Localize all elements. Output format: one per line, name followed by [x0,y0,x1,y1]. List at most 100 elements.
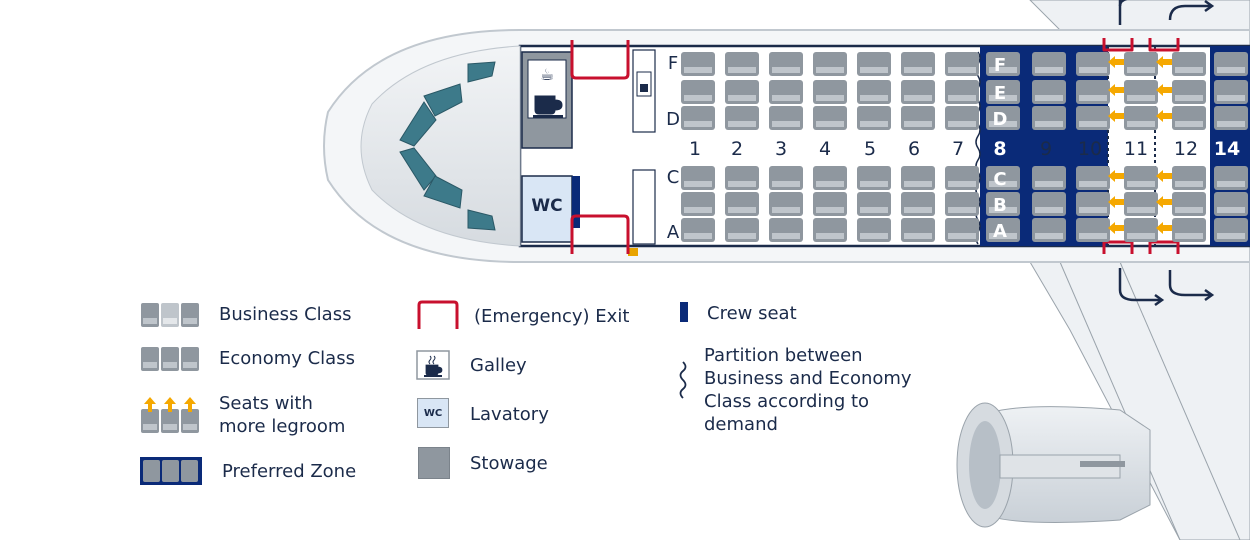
seat-10-D[interactable] [1076,106,1110,130]
seat-8-A[interactable] [986,218,1020,242]
seat-14-A[interactable] [1214,218,1248,242]
exit-door-4 [1148,38,1180,52]
seat-11-B[interactable] [1124,192,1158,216]
seat-9-B[interactable] [1032,192,1066,216]
seat-3-D[interactable] [769,106,803,130]
seat-3-B[interactable] [769,192,803,216]
seat-letter-D: D [993,109,1008,130]
seat-12-D[interactable] [1172,106,1206,130]
seat-7-C[interactable] [945,166,979,190]
seat-14-B[interactable] [1214,192,1248,216]
seat-12-C[interactable] [1172,166,1206,190]
legend-lavatory: Lavatory [470,404,549,425]
seat-7-A[interactable] [945,218,979,242]
seat-3-F[interactable] [769,52,803,76]
seat-9-F[interactable] [1032,52,1066,76]
seat-4-E[interactable] [813,80,847,104]
seat-4-A[interactable] [813,218,847,242]
seat-4-F[interactable] [813,52,847,76]
legroom-arrow [1156,56,1172,68]
seat-10-B[interactable] [1076,192,1110,216]
seat-3-C[interactable] [769,166,803,190]
legroom-arrow [1108,56,1124,68]
seat-3-A[interactable] [769,218,803,242]
lavatory-icon: WC [417,398,449,428]
seat-12-E[interactable] [1172,80,1206,104]
legend-partition-line3: Class according to [704,391,870,412]
seat-11-F[interactable] [1124,52,1158,76]
exit-door-6 [1148,240,1180,254]
seat-4-D[interactable] [813,106,847,130]
seat-6-C[interactable] [901,166,935,190]
seat-8-E[interactable] [986,80,1020,104]
seat-5-B[interactable] [857,192,891,216]
seat-10-C[interactable] [1076,166,1110,190]
legend-business: Business Class [219,304,352,325]
seat-9-D[interactable] [1032,106,1066,130]
seat-6-A[interactable] [901,218,935,242]
seat-10-A[interactable] [1076,218,1110,242]
seat-2-F[interactable] [725,52,759,76]
seat-1-E[interactable] [681,80,715,104]
seat-2-A[interactable] [725,218,759,242]
exit-marker [628,248,638,256]
seat-7-D[interactable] [945,106,979,130]
seat-1-C[interactable] [681,166,715,190]
seat-2-D[interactable] [725,106,759,130]
seat-6-D[interactable] [901,106,935,130]
seat-11-D[interactable] [1124,106,1158,130]
galley-unit-upper [632,49,656,133]
seat-8-D[interactable] [986,106,1020,130]
seat-6-F[interactable] [901,52,935,76]
seat-11-C[interactable] [1124,166,1158,190]
seat-6-B[interactable] [901,192,935,216]
legend-galley: Galley [470,355,527,376]
seat-5-C[interactable] [857,166,891,190]
row-label-5: 5 [864,138,876,160]
seat-14-C[interactable] [1214,166,1248,190]
seat-5-F[interactable] [857,52,891,76]
legend-legroom: Seats with more legroom [219,392,345,438]
seat-5-A[interactable] [857,218,891,242]
seat-2-C[interactable] [725,166,759,190]
seat-4-B[interactable] [813,192,847,216]
seat-1-B[interactable] [681,192,715,216]
seat-7-E[interactable] [945,80,979,104]
seat-14-F[interactable] [1214,52,1248,76]
seat-8-C[interactable] [986,166,1020,190]
seat-11-E[interactable] [1124,80,1158,104]
seat-12-F[interactable] [1172,52,1206,76]
seat-7-B[interactable] [945,192,979,216]
seat-12-B[interactable] [1172,192,1206,216]
seat-14-D[interactable] [1214,106,1248,130]
legend-exit: (Emergency) Exit [474,306,630,327]
row-label-14: 14 [1214,138,1240,160]
seat-1-F[interactable] [681,52,715,76]
seat-6-E[interactable] [901,80,935,104]
seat-1-D[interactable] [681,106,715,130]
upper-wing [1029,0,1250,31]
seat-9-A[interactable] [1032,218,1066,242]
seat-5-D[interactable] [857,106,891,130]
legroom-arrow [1108,170,1124,182]
legroom-arrow [1108,84,1124,96]
seat-4-C[interactable] [813,166,847,190]
seat-12-A[interactable] [1172,218,1206,242]
seat-9-E[interactable] [1032,80,1066,104]
seat-8-F[interactable] [986,52,1020,76]
seat-5-E[interactable] [857,80,891,104]
seat-3-E[interactable] [769,80,803,104]
seat-2-B[interactable] [725,192,759,216]
seat-10-F[interactable] [1076,52,1110,76]
seat-9-C[interactable] [1032,166,1066,190]
seat-14-E[interactable] [1214,80,1248,104]
seat-10-E[interactable] [1076,80,1110,104]
seat-2-E[interactable] [725,80,759,104]
seat-8-B[interactable] [986,192,1020,216]
seat-11-A[interactable] [1124,218,1158,242]
seat-1-A[interactable] [681,218,715,242]
seats [681,52,1248,242]
seat-7-F[interactable] [945,52,979,76]
